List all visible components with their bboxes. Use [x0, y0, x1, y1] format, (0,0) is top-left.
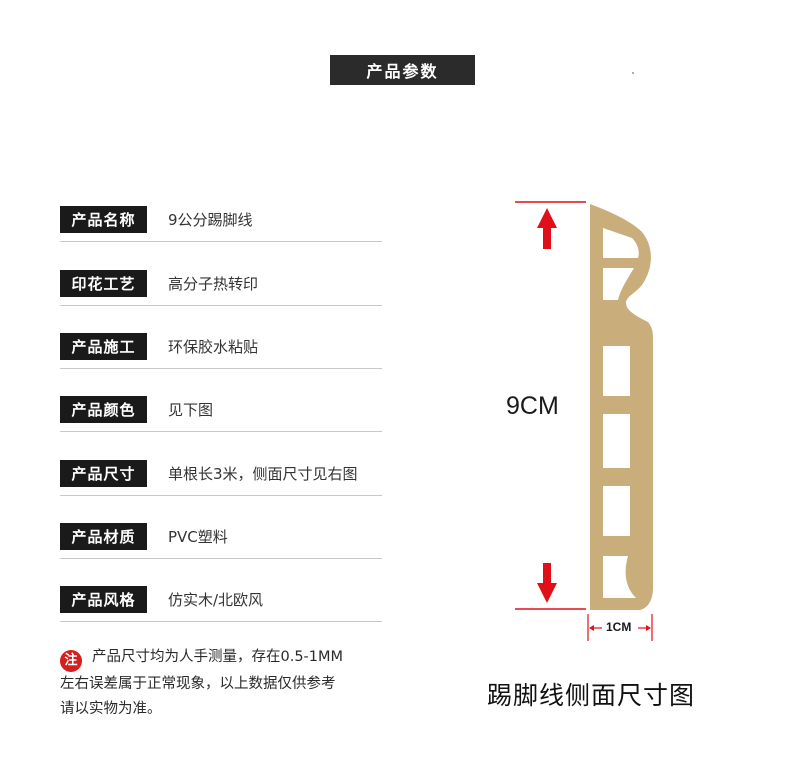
- measurement-note: 注产品尺寸均为人手测量，存在0.5-1MM 左右误差属于正常现象，以上数据仅供参…: [60, 645, 420, 722]
- down-arrow-icon: [537, 563, 557, 603]
- param-value: 高分子热转印: [168, 275, 259, 293]
- param-label: 产品施工: [60, 333, 147, 360]
- param-value: PVC塑料: [168, 528, 228, 546]
- note-line: 左右误差属于正常现象，以上数据仅供参考: [60, 675, 336, 692]
- param-row-installation: 产品施工 环保胶水粘贴: [60, 325, 382, 369]
- param-label: 印花工艺: [60, 270, 147, 297]
- param-label: 产品风格: [60, 586, 147, 613]
- param-value: 9公分踢脚线: [168, 211, 253, 229]
- param-row-color: 产品颜色 见下图: [60, 388, 382, 432]
- param-label: 产品材质: [60, 523, 147, 550]
- height-dimension-label: 9CM: [506, 392, 559, 420]
- param-row-name: 产品名称 9公分踢脚线: [60, 198, 382, 242]
- diagram-caption: 踢脚线侧面尺寸图: [487, 681, 696, 710]
- width-dimension-label: 1CM: [606, 620, 632, 634]
- param-row-style: 产品风格 仿实木/北欧风: [60, 578, 382, 622]
- note-icon: 注: [60, 649, 82, 672]
- param-row-printing: 印花工艺 高分子热转印: [60, 262, 382, 306]
- param-value: 环保胶水粘贴: [168, 338, 259, 356]
- skirting-profile-shape: [590, 204, 653, 610]
- param-row-size: 产品尺寸 单根长3米，侧面尺寸见右图: [60, 452, 382, 496]
- param-value: 仿实木/北欧风: [168, 591, 264, 609]
- param-value: 单根长3米，侧面尺寸见右图: [168, 465, 358, 483]
- note-line: 产品尺寸均为人手测量，存在0.5-1MM: [92, 649, 344, 665]
- section-title: 产品参数: [330, 55, 475, 85]
- param-row-material: 产品材质 PVC塑料: [60, 515, 382, 559]
- param-label: 产品名称: [60, 206, 147, 233]
- param-label: 产品颜色: [60, 396, 147, 423]
- decorative-dot: [632, 72, 634, 74]
- up-arrow-icon: [537, 208, 557, 249]
- param-label: 产品尺寸: [60, 460, 147, 487]
- note-line: 请以实物为准。: [60, 700, 162, 717]
- param-value: 见下图: [168, 401, 214, 419]
